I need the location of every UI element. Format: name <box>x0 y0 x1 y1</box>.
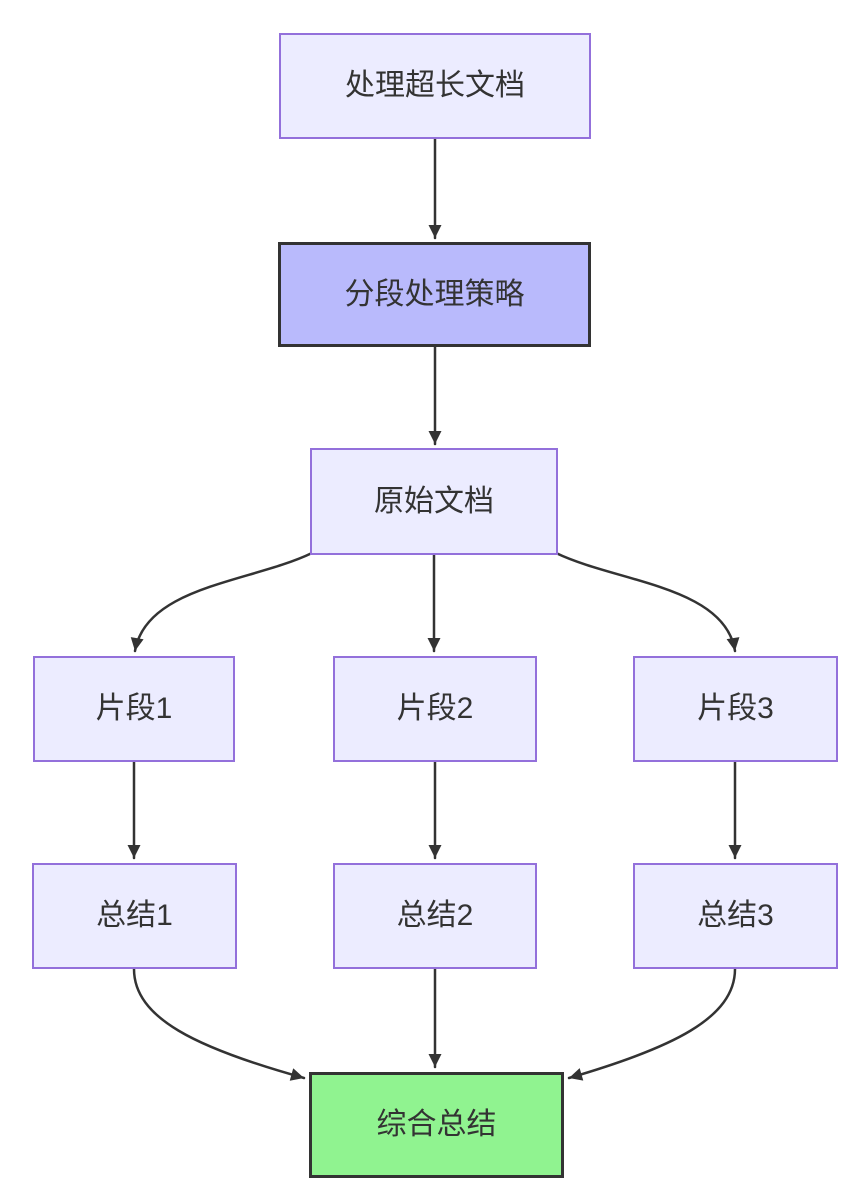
summary-1-label: 总结1 <box>96 899 173 932</box>
node-process-long-document: 处理超长文档 <box>279 33 591 139</box>
node-summary-1: 总结1 <box>32 863 237 969</box>
original-document-label: 原始文档 <box>374 484 494 518</box>
edge-c-to-d3 <box>554 551 740 653</box>
summary-2-label: 总结2 <box>396 899 474 932</box>
edge-c-to-d1 <box>130 551 314 653</box>
edge-e3-to-f <box>567 967 737 1081</box>
node-summary-3: 总结3 <box>633 863 838 969</box>
node-segment-3: 片段3 <box>633 656 838 762</box>
process-long-document-label: 处理超长文档 <box>345 69 525 102</box>
segment-2-label: 片段2 <box>396 692 474 725</box>
node-segment-1: 片段1 <box>33 656 235 762</box>
node-original-document: 原始文档 <box>310 448 558 555</box>
node-final-summary: 综合总结 <box>309 1072 564 1178</box>
segment-3-label: 片段3 <box>697 692 774 725</box>
node-segmentation-strategy: 分段处理策略 <box>278 242 591 347</box>
segment-1-label: 片段1 <box>95 692 173 725</box>
node-segment-2: 片段2 <box>333 656 537 762</box>
final-summary-label: 综合总结 <box>376 1108 497 1141</box>
segmentation-strategy-label: 分段处理策略 <box>344 277 525 311</box>
node-summary-2: 总结2 <box>333 863 537 969</box>
summary-3-label: 总结3 <box>697 899 774 932</box>
edge-e1-to-f <box>132 967 306 1081</box>
